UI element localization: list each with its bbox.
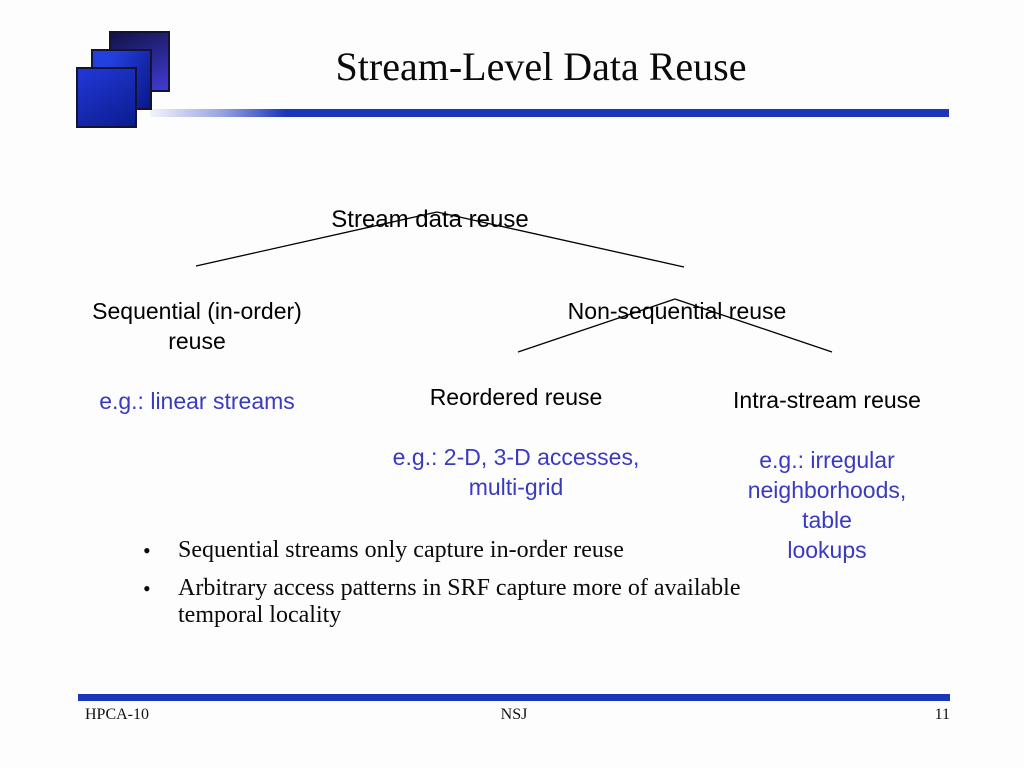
bullet-text: Arbitrary access patterns in SRF capture… [178,575,741,628]
tree-node-non-sequential-label: Non-sequential reuse [567,298,787,324]
header-rule [150,109,949,117]
footer-page-number: 11 [934,706,950,723]
tree-node-reordered-example: e.g.: 2-D, 3-D accesses, multi-grid [392,444,640,500]
tree-node-root: Stream data reuse [331,175,528,265]
footer-author-label: NSJ [500,706,528,723]
tree-node-sequential-example: e.g.: linear streams [99,388,295,414]
footer: HPCA-10 NSJ 11 [78,706,950,728]
tree-node-intra-stream-example: e.g.: irregular neighborhoods, table loo… [747,447,907,563]
footer-conference-label: HPCA-10 [85,706,150,723]
list-item: • Sequential streams only capture in-ord… [143,537,883,564]
footer-rule [78,694,950,701]
bullet-text: Sequential streams only capture in-order… [178,537,624,563]
tree-node-non-sequential: Non-sequential reuse [568,266,787,356]
tree-node-intra-stream: Intra-stream reuse e.g.: irregular neigh… [729,355,926,595]
page-title: Stream-Level Data Reuse [335,44,747,89]
tree-node-reordered-label: Reordered reuse [429,384,603,410]
tree-node-sequential: Sequential (in-order) reuse e.g.: linear… [92,266,302,446]
tree-node-root-label: Stream data reuse [331,206,529,233]
bullet-list: • Sequential streams only capture in-ord… [143,537,883,640]
tree-node-intra-stream-label: Intra-stream reuse [733,387,921,413]
tree-node-sequential-label: Sequential (in-order) reuse [92,298,302,354]
tree-node-reordered: Reordered reuse e.g.: 2-D, 3-D accesses,… [393,352,640,532]
bullet-marker: • [143,538,151,563]
list-item: • Arbitrary access patterns in SRF captu… [143,575,883,629]
logo-square-front-icon [76,67,137,128]
bullet-marker: • [143,576,151,601]
